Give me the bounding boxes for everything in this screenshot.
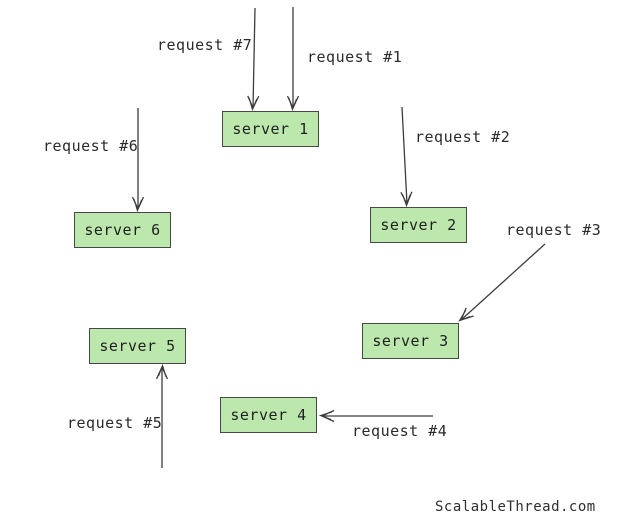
request-3-arrow: [458, 243, 546, 322]
server-5-label: server 5: [99, 337, 176, 355]
request-5-label: request #5: [67, 414, 163, 432]
server-1-box: server 1: [222, 111, 319, 147]
request-1-label: request #1: [307, 48, 403, 66]
request-3-label: request #3: [506, 221, 602, 239]
server-4-label: server 4: [230, 406, 307, 424]
server-4-box: server 4: [220, 397, 317, 433]
server-1-label: server 1: [232, 120, 309, 138]
server-5-box: server 5: [89, 328, 186, 364]
request-6-label: request #6: [43, 137, 139, 155]
server-2-label: server 2: [380, 216, 457, 234]
server-6-box: server 6: [74, 212, 171, 248]
server-2-box: server 2: [370, 207, 467, 243]
request-2-arrow: [400, 106, 413, 208]
watermark: ScalableThread.com: [435, 499, 596, 515]
server-6-label: server 6: [84, 221, 161, 239]
request-7-label: request #7: [157, 36, 253, 54]
server-3-label: server 3: [372, 332, 449, 350]
request-7-arrow: [247, 7, 260, 112]
server-3-box: server 3: [362, 323, 459, 359]
request-4-label: request #4: [352, 422, 448, 440]
request-2-label: request #2: [415, 128, 511, 146]
